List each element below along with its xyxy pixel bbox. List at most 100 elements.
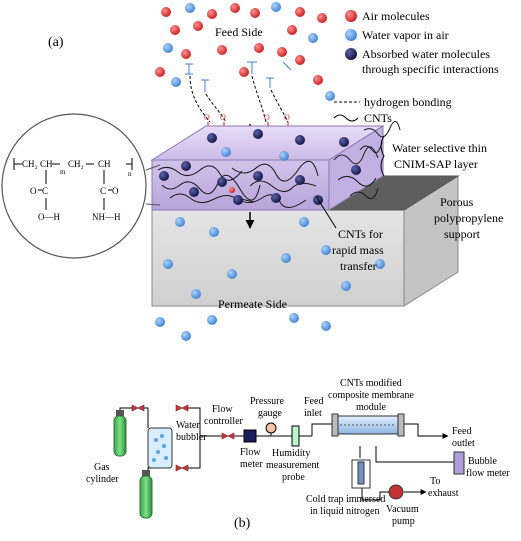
- water-molecule: [281, 253, 291, 263]
- panel-a-label: (a): [48, 35, 64, 50]
- cnt-callout-line: [315, 195, 337, 229]
- legend-water-icon: [345, 29, 357, 41]
- porous-label-2: polypropylene: [434, 211, 503, 225]
- label-exhaust: exhaust: [428, 488, 459, 499]
- label-cold-trap-2: in liquid nitrogen: [310, 506, 379, 517]
- air-molecule: [313, 75, 323, 85]
- formula-o: O: [112, 186, 119, 196]
- cnt-mass-label-2: rapid mass: [332, 243, 384, 257]
- cnt-legend-icon: [333, 114, 359, 122]
- cnts-label: CNTs: [364, 111, 392, 125]
- absorbed-molecule: [217, 177, 227, 187]
- label-flow-meter-2: meter: [240, 459, 263, 470]
- air-molecule: [161, 7, 171, 17]
- air-molecule: [229, 187, 235, 193]
- label-vacuum: Vacuum: [386, 504, 419, 515]
- air-molecule: [217, 45, 227, 55]
- absorbed-water: [159, 129, 361, 205]
- air-molecule: [254, 43, 264, 53]
- feed-molecules: [155, 2, 335, 101]
- label-cold-trap-1: Cold trap immersed: [306, 494, 385, 505]
- formula-o: O: [30, 186, 37, 196]
- absorbed-molecule: [159, 171, 169, 181]
- label-pressure: Pressure: [250, 396, 284, 407]
- label-module-2: composite membrane: [328, 390, 414, 401]
- water-molecule: [181, 331, 191, 341]
- air-molecule: [250, 8, 260, 18]
- formula-ch: CH: [40, 159, 53, 169]
- gas-cylinder-2: [139, 475, 153, 519]
- label-feed-inlet-1: Feed: [304, 396, 323, 407]
- formula-ch2: CH₂: [22, 159, 38, 169]
- water-molecule: [308, 33, 318, 43]
- formula-c: C: [100, 186, 106, 196]
- air-molecule: [295, 55, 305, 65]
- label-module-3: module: [356, 402, 387, 413]
- formula-ch: CH: [98, 159, 111, 169]
- water-molecule: [271, 2, 281, 12]
- bubble-flow-meter: [453, 451, 465, 475]
- label-bubbler: bubbler: [176, 432, 207, 443]
- air-molecule: [181, 49, 191, 59]
- water-molecule: [175, 217, 185, 227]
- legend-absorbed-icon: [345, 48, 357, 60]
- water-molecule: [341, 281, 351, 291]
- polymer-formula: CH₂ CH m CH₂ CH n C O O—H C O NH—H: [13, 158, 133, 222]
- water-molecule-structures: [185, 61, 292, 92]
- zoom-line: [145, 164, 161, 171]
- legend-air-icon: [345, 10, 357, 22]
- vacuum-pump-icon: [388, 484, 404, 500]
- module-cap: [397, 413, 405, 437]
- water-bubbler: [147, 427, 173, 469]
- absorbed-molecule: [181, 161, 191, 171]
- pressure-gauge-icon: [265, 422, 277, 434]
- water-molecule: [375, 259, 385, 269]
- module-cap: [331, 413, 339, 437]
- air-molecule: [239, 67, 249, 77]
- label-water: Water: [176, 420, 200, 431]
- formula-nh: NH—H: [92, 212, 121, 222]
- water-molecule: [299, 217, 309, 227]
- absorbed-molecule: [295, 135, 305, 145]
- water-molecule: [163, 259, 173, 269]
- valve: [131, 404, 145, 412]
- water-molecule: [221, 147, 231, 157]
- water-molecule: [321, 321, 331, 331]
- label-controller: controller: [204, 416, 244, 427]
- label-flow: Flow: [212, 404, 233, 415]
- label-feed-outlet-1: Feed: [452, 426, 471, 437]
- water-molecule: [191, 289, 201, 299]
- feed-side-label: Feed Side: [215, 25, 263, 39]
- water-molecule: [325, 91, 335, 101]
- porous-label-1: Porous: [440, 195, 474, 209]
- water-molecule: [209, 227, 219, 237]
- formula-m: m: [60, 168, 66, 176]
- valve: [221, 432, 235, 440]
- formula-c: C: [42, 186, 48, 196]
- air-molecule: [277, 47, 287, 57]
- label-gas: Gas: [94, 462, 110, 473]
- absorbed-molecule: [253, 171, 263, 181]
- absorbed-molecule: [207, 133, 217, 143]
- label-module-1: CNTs modified: [340, 378, 402, 389]
- absorbed-molecule: [295, 175, 305, 185]
- thin-layer-label-1: Water selective thin: [392, 141, 487, 155]
- humidity-probe: [291, 425, 300, 447]
- legend-absorbed-text-2: through specific interactions: [362, 62, 499, 76]
- air-molecule: [193, 21, 203, 31]
- layer-brace: [380, 135, 385, 177]
- air-molecule: [295, 7, 305, 17]
- absorbed-molecule: [253, 129, 263, 139]
- absorbed-molecule: [189, 187, 199, 197]
- air-molecule: [317, 13, 327, 23]
- valves: [131, 404, 235, 472]
- water-molecule: [279, 151, 289, 161]
- air-molecule: [170, 25, 180, 35]
- label-probe: probe: [282, 472, 305, 483]
- absorbed-molecule: [271, 193, 281, 203]
- valve: [175, 404, 189, 412]
- porous-label-3: support: [444, 227, 481, 241]
- formula-ch2: CH₂: [68, 159, 84, 169]
- cnt-network: [157, 121, 401, 208]
